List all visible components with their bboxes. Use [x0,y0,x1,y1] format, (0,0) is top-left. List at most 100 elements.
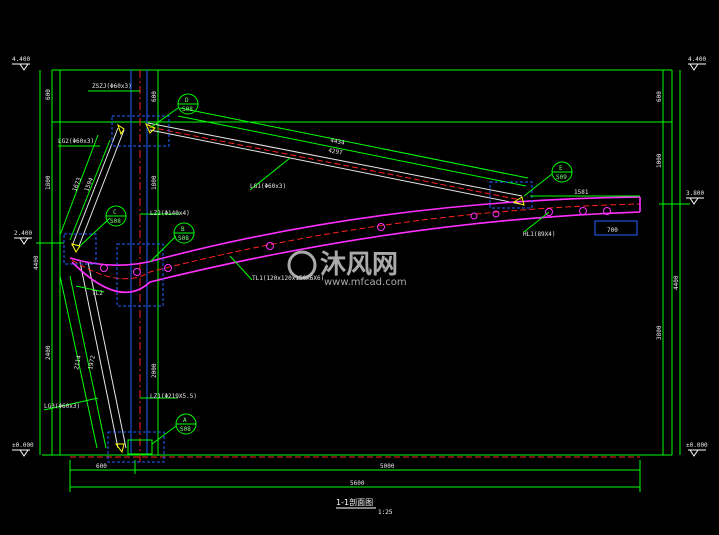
callout-sheet: S08 [110,218,121,225]
elev-marker-top-left [12,63,30,71]
label-len-2114: 2114 [73,354,83,370]
main-beam-top [69,196,641,266]
elev-marker-bottom-left [12,449,30,457]
dim-col-2000: 2000 [151,363,158,378]
dim-right-total: 4400 [673,275,680,290]
leader-b [149,235,177,263]
plate-bottom-a [115,443,125,454]
elev-label-top-left: 4.400 [12,56,30,63]
callout-d: D S08 [177,93,199,115]
elev-label-top-right: 4.400 [688,56,706,63]
plate-top-left [117,123,125,136]
detail-box-hl [594,220,638,236]
plate-right [512,196,525,206]
label-zszj: ZSZJ(Φ60x3) [92,83,132,90]
callout-a: A S08 [175,413,197,435]
brace-lg2-a [71,127,119,247]
beam-hole [545,208,553,216]
callout-e: E S09 [551,161,573,183]
main-beam-bottom [71,211,641,294]
label-hl: HL1(89X4) [523,231,556,238]
drawing-title: 1-1剖面图 [336,497,373,507]
beam-hole [470,212,478,220]
callout-c: C S08 [105,205,127,227]
leader-e [523,173,553,197]
plate-top-right [145,123,156,134]
callout-sheet: S08 [182,106,193,113]
detail-box-c [63,233,97,265]
callout-sheet: S08 [180,426,191,433]
dim-left-total: 4400 [33,255,40,270]
leader-c [79,217,111,247]
callout-letter: E [559,165,563,172]
dim-bottom-5000: 5000 [380,463,395,470]
label-tl2: TL2 [92,290,103,297]
callout-sheet: S08 [178,235,189,242]
dim-col-600: 600 [151,91,158,102]
elev-marker-bottom-right [688,449,706,457]
plate-c [71,243,81,253]
label-len-1972: 1972 [87,354,97,370]
watermark-url: www.mfcad.com [324,277,407,288]
beam-hole [164,264,172,272]
dim-right-1000: 1000 [656,153,663,168]
label-len-4297: 4297 [328,147,344,157]
rafter-lg1-bottom [149,129,521,205]
callout-letter: C [113,209,117,216]
label-len-700: 700 [607,227,618,234]
label-len-1581: 1581 [574,189,589,196]
callout-sheet: S09 [556,174,567,181]
elev-label-mid-left: 2.400 [14,230,32,237]
rafter-lg1-top [147,122,523,197]
callout-letter: A [183,417,187,424]
dim-lg3-b [69,275,107,449]
beam-hole [603,207,611,215]
beam-hole [266,242,274,250]
leader-lg3 [43,397,99,411]
detail-box-top [111,115,170,147]
dim-bottom-600: 600 [96,463,107,470]
dim-lg1-length-b [177,115,527,187]
dim-right-600: 600 [656,91,663,102]
dim-bottom-total: 5600 [350,480,365,487]
callout-letter: B [181,226,185,233]
dim-left-600: 600 [45,89,52,100]
beam-hole [377,223,385,231]
leader-d [149,107,179,129]
label-lg2: LG2(Φ60x3) [58,138,94,145]
dim-left-1800: 1800 [45,175,52,190]
brace-lg2-b [78,129,125,247]
elev-label-bottom-right: ±0.000 [686,442,708,449]
elev-label-mid-right: 3.800 [686,190,704,197]
callout-letter: D [185,97,189,104]
watermark-brand: 沐风网 [320,250,398,280]
beam-hole [579,207,587,215]
watermark-logo-icon [287,250,317,280]
detail-box-b [116,243,164,307]
leader-hl [523,211,550,233]
label-len-1594: 1594 [83,176,95,192]
leader-lg1 [249,157,291,191]
label-tl1: TL1(120x120x150X6X6) [252,275,324,282]
dim-lg2-a [59,134,99,236]
elev-marker-top-right [688,63,706,71]
drawing-scale: 1:25 [378,509,393,516]
rafter-lg1-center [148,126,522,201]
label-len-4434: 4434 [330,137,346,147]
elev-label-bottom-left: ±0.000 [12,442,34,449]
dim-left-2400: 2400 [45,345,52,360]
label-len-1673: 1673 [71,176,83,192]
leader-tl1 [229,255,253,281]
leader-tl2 [75,285,105,293]
dim-col-1800: 1800 [151,175,158,190]
beam-hole [133,268,141,276]
dim-lg2-b [69,139,111,241]
callout-b: B S08 [173,222,195,244]
brace-lg3-a [79,261,119,449]
beam-hole [492,210,500,218]
label-lg3: LG3(Φ60x3) [44,403,80,410]
label-lz1: LZ1(Φ219X5.5) [150,393,197,400]
detail-box-a [107,431,165,463]
elev-marker-mid-right [686,197,704,205]
